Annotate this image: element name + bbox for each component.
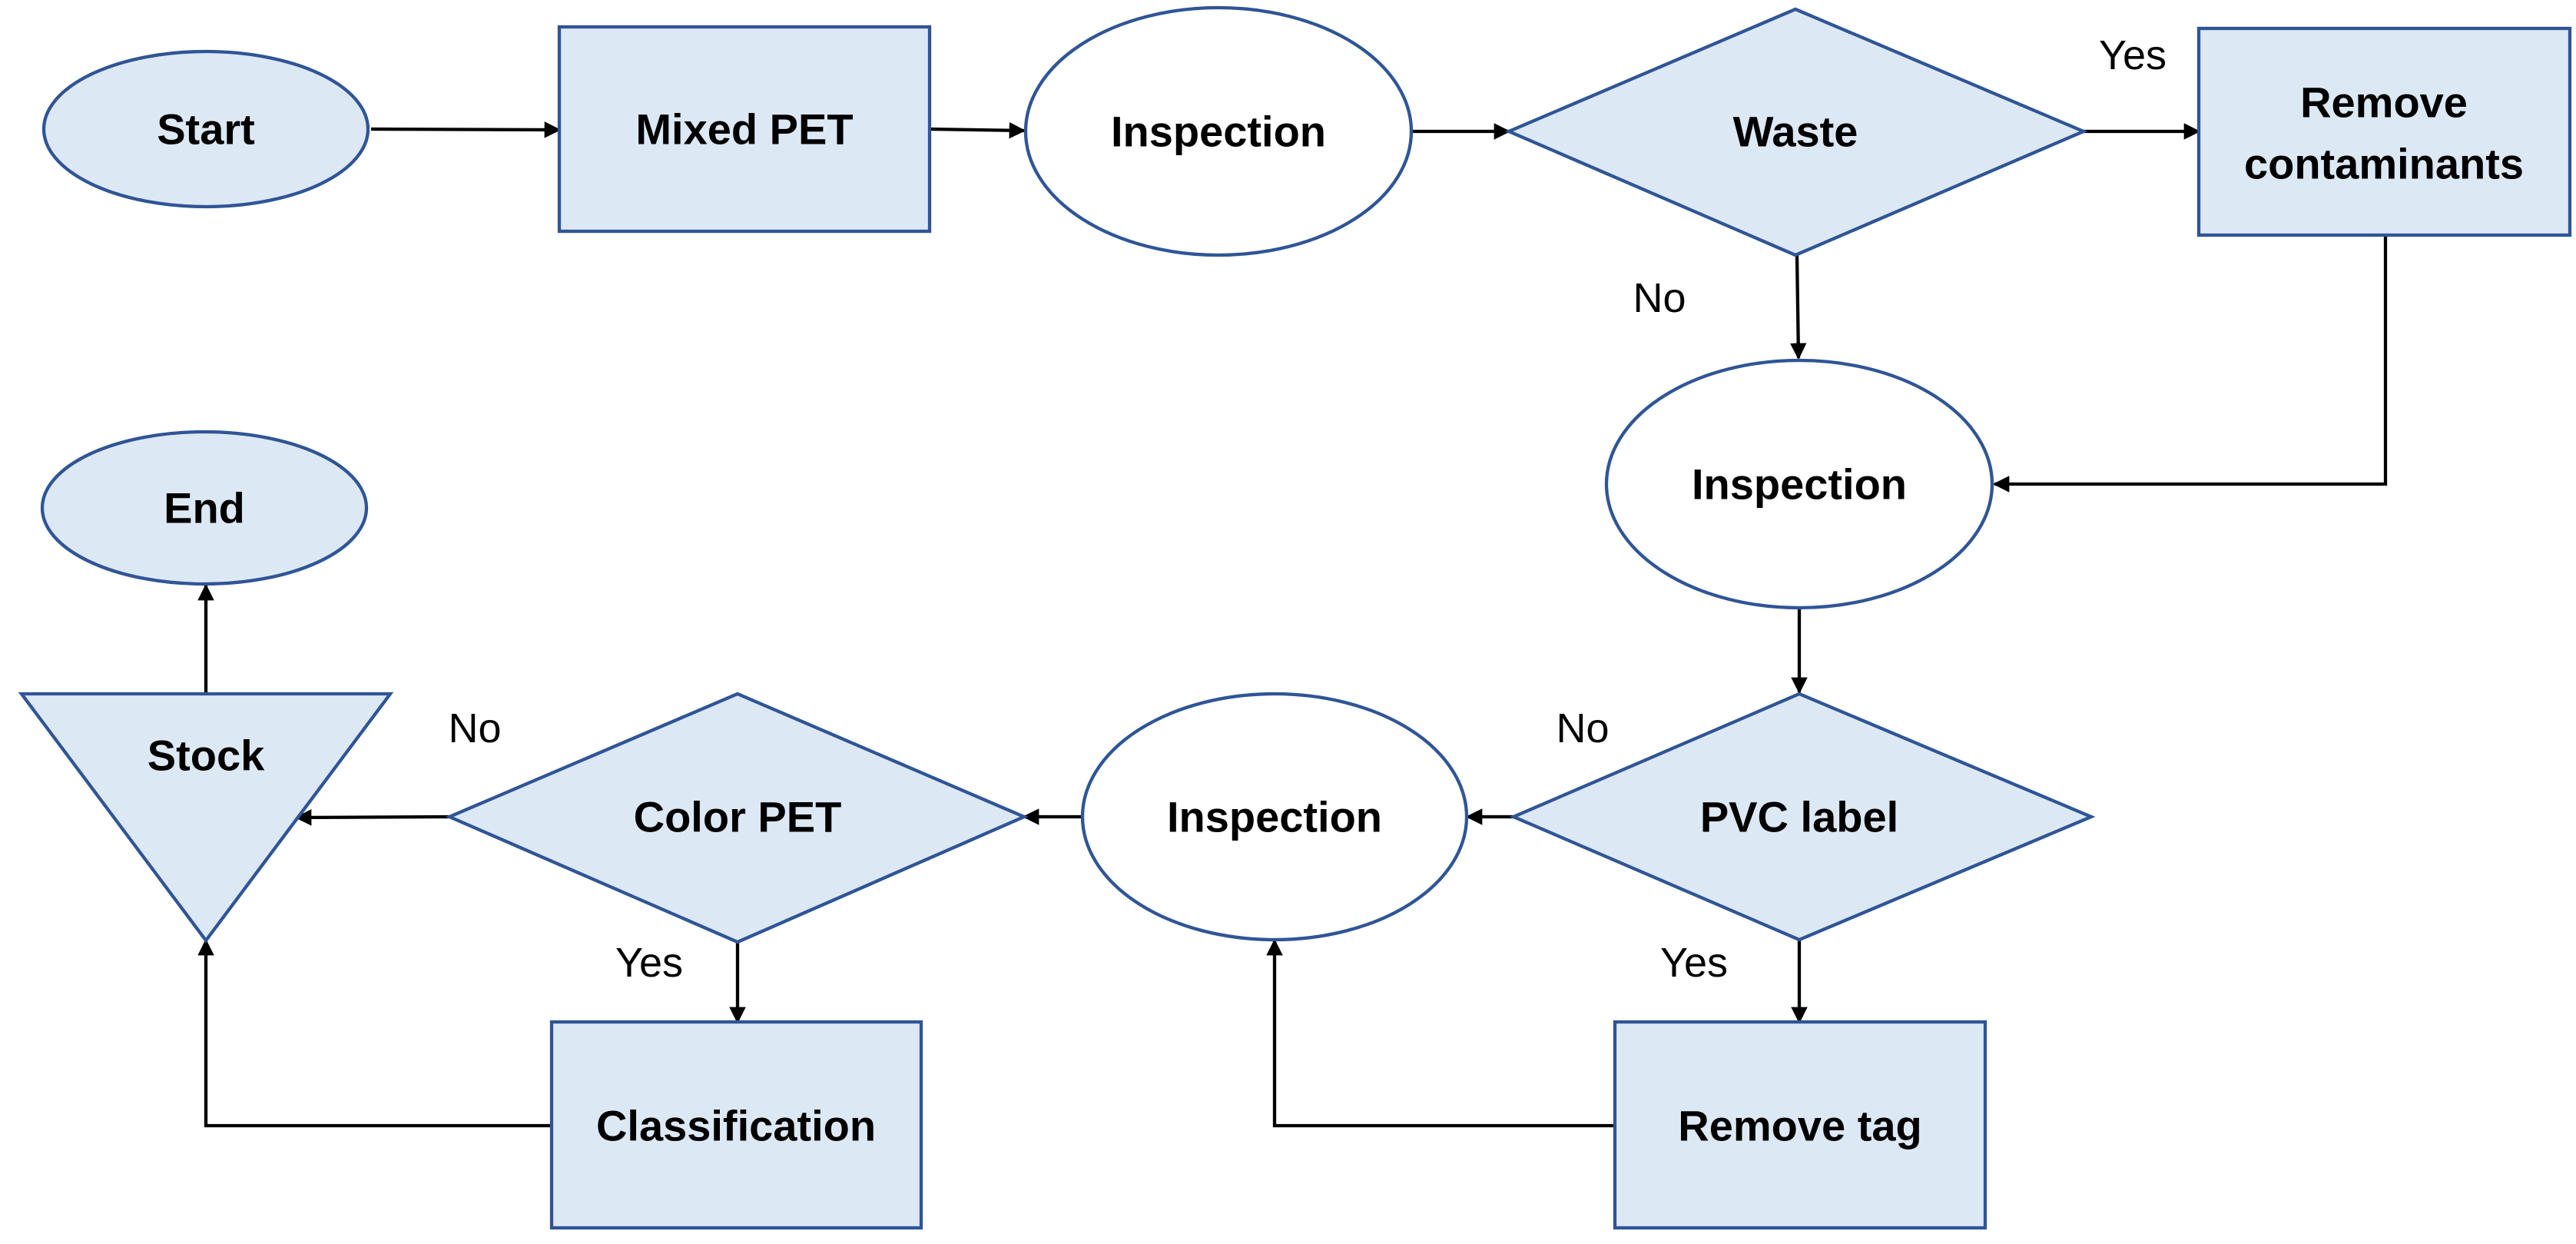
edge-labels: Yes No No Yes No Yes [448,32,2167,986]
inspection-2-label: Inspection [1692,460,1907,509]
remove-contaminants-label: Remove [2300,78,2468,127]
inspection-3-label: Inspection [1167,793,1382,841]
mixed-pet-shape [557,25,932,234]
edge-label-color-yes: Yes [615,940,683,986]
node-inspection-1: Inspection [1023,5,1414,257]
pvc-label-shape [1509,692,2096,942]
stock-label: Stock [148,731,265,780]
end-shape [40,430,369,586]
waste-label: Waste [1733,108,1858,156]
color-pet-label: Color PET [634,793,842,841]
edge-label-pvc-no: No [1556,705,1609,751]
arrow-mixed-pet-to-inspection-1 [929,121,1026,139]
node-stock: Stock [18,692,394,944]
node-remove-contaminants: Remove contaminants [2196,26,2572,237]
stock-shape [18,692,394,944]
arrow-start-to-mixed-pet [370,121,562,138]
arrow-remove-tag-to-inspection-3 [1266,938,1615,1128]
node-waste-decision: Waste [1504,7,2088,257]
inspection-1-label: Inspection [1111,108,1326,156]
end-label: End [164,484,245,532]
inspection-2-shape [1604,358,1994,610]
arrow-remove-contaminants-to-inspection-2 [1992,235,2388,493]
node-mixed-pet: Mixed PET [557,25,932,234]
remove-tag-shape [1613,1020,1988,1230]
node-color-pet-decision: Color PET [445,692,1029,944]
inspection-3-shape [1080,692,1469,942]
remove-contaminants-label-2: contaminants [2244,140,2524,188]
pvc-label-label: PVC label [1700,793,1898,841]
color-pet-shape [445,692,1029,944]
remove-contaminants-shape [2196,26,2572,237]
connectors [197,121,2388,1128]
node-classification: Classification [549,1020,923,1230]
node-end: End [40,430,369,586]
mixed-pet-label: Mixed PET [635,105,853,154]
arrow-color-no-to-stock [294,809,450,826]
arrow-waste-no-to-inspection-2 [1789,254,1807,360]
edge-label-pvc-yes: Yes [1660,940,1728,986]
start-label: Start [157,105,255,154]
node-remove-tag: Remove tag [1613,1020,1988,1230]
start-shape [41,49,370,209]
edge-label-waste-yes: Yes [2099,32,2167,78]
node-start: Start [41,49,370,209]
classification-shape [549,1020,923,1230]
node-pvc-label-decision: PVC label [1509,692,2096,942]
inspection-1-shape [1023,5,1414,257]
edge-label-color-no: No [448,705,501,751]
node-inspection-3: Inspection [1080,692,1469,942]
arrow-classification-to-stock [197,938,552,1128]
node-inspection-2: Inspection [1604,358,1994,610]
remove-tag-label: Remove tag [1678,1102,1921,1150]
edge-label-waste-no: No [1633,275,1686,321]
waste-shape [1504,7,2088,257]
classification-label: Classification [596,1102,876,1150]
